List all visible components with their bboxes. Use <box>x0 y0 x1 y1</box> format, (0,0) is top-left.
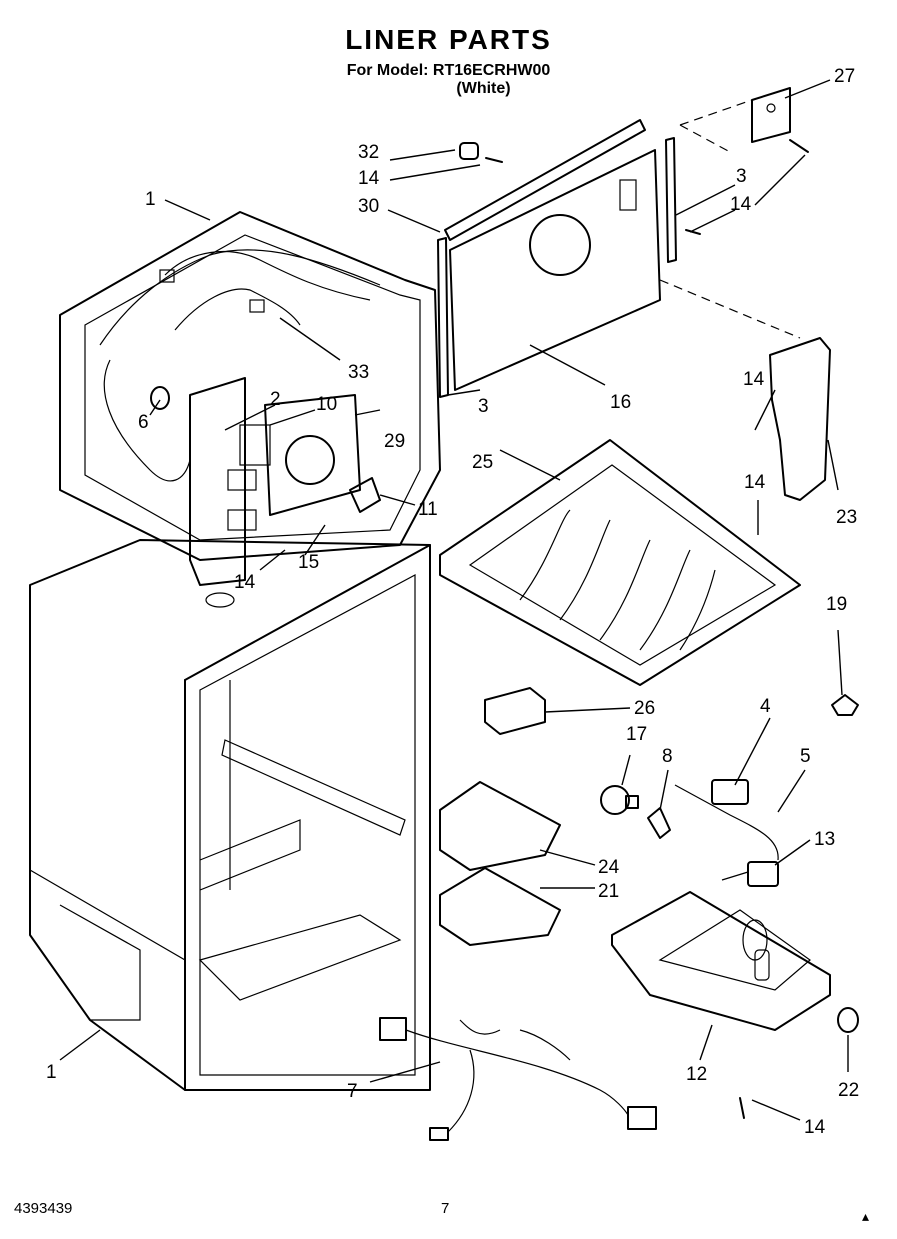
callout-14-shelf: 14 <box>744 472 766 493</box>
fan-blade <box>349 477 381 513</box>
freezer-wiring <box>159 250 371 331</box>
callout-23: 23 <box>836 507 857 528</box>
callout-5: 5 <box>800 746 811 767</box>
callout-15: 15 <box>298 552 319 573</box>
callout-33: 33 <box>348 362 369 383</box>
callout-21: 21 <box>598 881 619 902</box>
callout-29: 29 <box>384 431 405 452</box>
callout-27: 27 <box>834 66 855 87</box>
callout-1-top: 1 <box>145 189 156 210</box>
screw-bottom <box>739 1097 745 1119</box>
fresh-food-liner <box>29 539 431 1091</box>
callout-4: 4 <box>760 696 771 717</box>
plug-part-32 <box>459 142 503 163</box>
knob-part-6 <box>150 386 170 410</box>
fan-bracket <box>189 377 361 586</box>
callout-7: 7 <box>347 1081 358 1102</box>
callout-2: 2 <box>270 389 281 410</box>
doc-number: 4393439 <box>14 1200 73 1217</box>
control-housing-21 <box>439 867 561 946</box>
callout-14-left: 14 <box>234 572 256 593</box>
callout-30: 30 <box>358 196 379 217</box>
light-housing <box>659 279 831 501</box>
callout-11: 11 <box>418 499 438 520</box>
callout-labels: 1 32 14 30 27 3 14 33 2 10 29 6 11 15 14… <box>46 66 859 1138</box>
leader-lines <box>59 79 849 1121</box>
color-line: (White) <box>456 80 511 97</box>
bracket-part-27 <box>679 87 791 153</box>
screw-top-right <box>685 139 809 235</box>
page-title: LINER PARTS <box>345 24 552 55</box>
callout-1-bottom: 1 <box>46 1062 57 1083</box>
side-strip-left <box>437 237 449 398</box>
callout-17: 17 <box>626 724 647 745</box>
wire-harness <box>379 1017 657 1141</box>
side-strip-right <box>665 137 677 263</box>
callout-14-top: 14 <box>358 168 380 189</box>
freezer-shelf <box>439 439 801 686</box>
callout-8: 8 <box>662 746 673 767</box>
thermostat <box>674 779 779 861</box>
callout-13: 13 <box>814 829 835 850</box>
freezer-liner <box>59 211 441 561</box>
knob-part-22 <box>837 1007 859 1033</box>
callout-24: 24 <box>598 857 620 878</box>
lamp-socket <box>647 807 671 839</box>
callout-14-light: 14 <box>743 369 765 390</box>
callout-25: 25 <box>472 452 493 473</box>
rear-panel <box>444 119 661 391</box>
callout-19: 19 <box>826 594 847 615</box>
callout-6: 6 <box>138 412 149 433</box>
callout-16: 16 <box>610 392 631 413</box>
callout-22: 22 <box>838 1080 859 1101</box>
control-housing-24 <box>439 781 561 871</box>
clip-part-19 <box>831 694 859 716</box>
callout-26: 26 <box>634 698 655 719</box>
callout-3-left: 3 <box>478 396 489 417</box>
callout-14-right: 14 <box>730 194 752 215</box>
callout-10: 10 <box>316 394 337 415</box>
model-line: For Model: RT16ECRHW00 <box>346 62 551 79</box>
corner-mark: ▴ <box>862 1208 870 1224</box>
light-bulb <box>600 785 639 815</box>
part-26-block <box>484 687 546 735</box>
callout-12: 12 <box>686 1064 707 1085</box>
page-number: 7 <box>441 1200 450 1217</box>
callout-14-bottom: 14 <box>804 1117 826 1138</box>
switch-part-13 <box>721 861 779 887</box>
callout-3-right: 3 <box>736 166 747 187</box>
callout-32: 32 <box>358 142 379 163</box>
control-box <box>611 891 831 1031</box>
